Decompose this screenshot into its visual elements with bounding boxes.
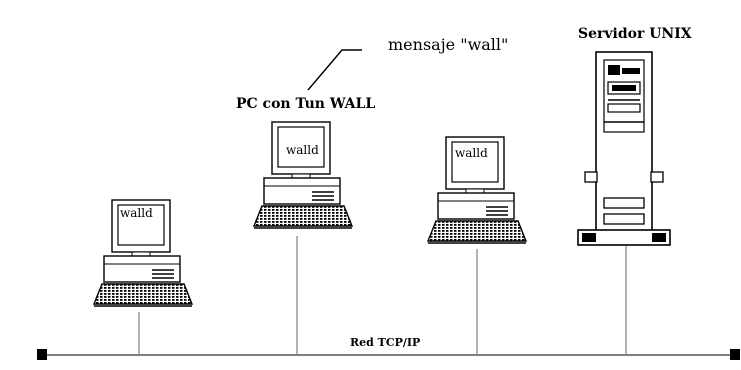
network-label: Red TCP/IP (350, 336, 421, 349)
callout-text: mensaje "wall" (388, 35, 509, 54)
unix-server (577, 51, 671, 246)
bus-terminator-right (730, 349, 740, 360)
pc-title: PC con Tun WALL (236, 96, 376, 112)
server-title: Servidor UNIX (578, 26, 692, 42)
callout-line (307, 49, 362, 91)
screen-label-pc1: walld (120, 206, 153, 220)
screen-label-pc2: walld (286, 143, 319, 157)
screen-label-pc3: walld (455, 146, 488, 160)
bus-terminator-left (37, 349, 47, 360)
workstation-pc2 (253, 121, 353, 229)
